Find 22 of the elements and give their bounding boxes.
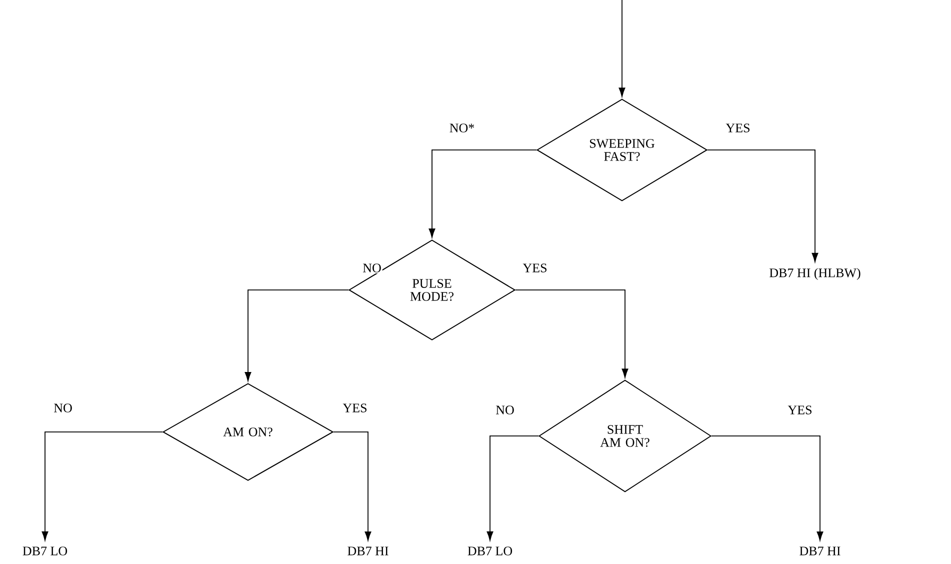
arrow [333,432,372,541]
result-text: DB7 LO [22,546,68,556]
result-text: DB7 HI (HLBW) [770,268,860,280]
edge-label: YES [342,402,368,414]
arrow [244,290,349,382]
edge-label: NO [52,402,74,414]
arrow [711,436,824,541]
result-text: DB7 HI [348,546,388,556]
arrow [42,432,163,541]
edge-label: YES [786,404,814,416]
result-text: DB7 HI [800,546,840,556]
arrow [707,150,818,262]
arrow [428,150,537,238]
edge-label: YES [522,262,548,274]
arrow [486,436,539,541]
arrow [515,290,628,378]
edge-label: NO [494,404,516,416]
edge-label: NO* [448,122,476,134]
arrow [618,0,626,97]
edge-label: NO [362,262,382,274]
result-text: DB7 LO [468,546,512,556]
edge-label: YES [724,122,752,134]
